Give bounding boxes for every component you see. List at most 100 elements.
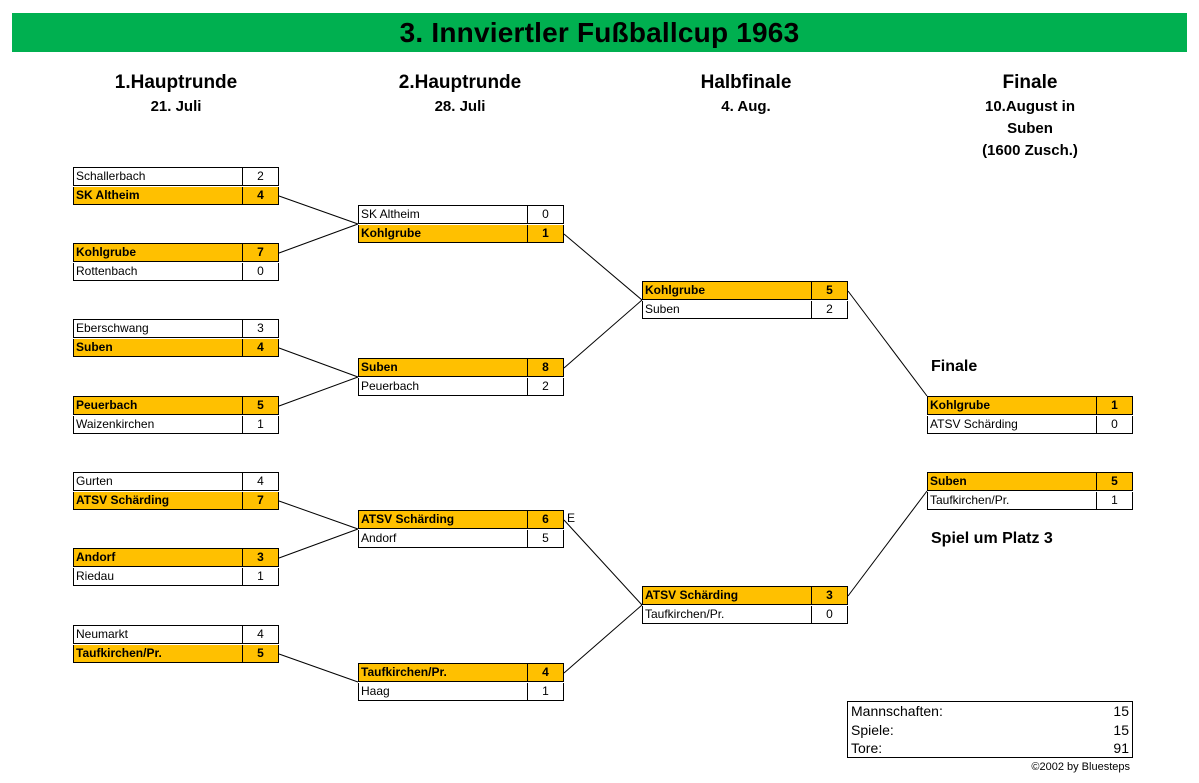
match-note: E <box>567 511 576 525</box>
connector-line <box>278 500 359 530</box>
team-name: Taufkirchen/Pr. <box>930 493 1010 507</box>
team-name: Schallerbach <box>76 169 146 183</box>
team-name: Kohlgrube <box>361 226 421 240</box>
team-name: Rottenbach <box>76 264 138 278</box>
connector-line <box>847 490 928 597</box>
team-name: ATSV Schärding <box>361 512 455 526</box>
team-row-winner: ATSV Schärding 3 <box>642 586 848 605</box>
team-score: 2 <box>242 168 278 185</box>
stats-row-goals: Tore: 91 <box>848 739 1132 758</box>
team-name: Taufkirchen/Pr. <box>361 665 447 679</box>
team-name: Gurten <box>76 474 113 488</box>
team-score: 0 <box>811 606 847 623</box>
team-score: 7 <box>242 244 278 261</box>
team-row-winner: Peuerbach 5 <box>73 396 279 415</box>
team-row: Taufkirchen/Pr. 1 <box>927 492 1133 510</box>
team-name: Eberschwang <box>76 321 149 335</box>
team-score: 3 <box>811 587 847 604</box>
team-name: Suben <box>361 360 398 374</box>
team-row-winner: Suben 8 <box>358 358 564 377</box>
team-score: 1 <box>527 225 563 242</box>
team-score: 2 <box>527 378 563 395</box>
stats-value: 91 <box>1113 740 1129 756</box>
team-row: Taufkirchen/Pr.0 <box>642 606 848 624</box>
team-score: 4 <box>242 339 278 356</box>
team-score: 4 <box>242 187 278 204</box>
connector-line <box>563 604 643 674</box>
team-row: Neumarkt 4 <box>73 625 279 644</box>
team-name: Neumarkt <box>76 627 129 641</box>
team-row: Peuerbach 2 <box>358 378 564 396</box>
stats-row-teams: Mannschaften: 15 <box>848 702 1132 721</box>
team-name: Suben <box>930 474 967 488</box>
team-name: SK Altheim <box>76 188 140 202</box>
connector-line <box>563 299 643 369</box>
team-score: 1 <box>242 568 278 585</box>
round-date: 10.August in <box>984 98 1075 115</box>
team-score: 1 <box>527 683 563 700</box>
team-score: 8 <box>527 359 563 376</box>
team-name: Suben <box>76 340 113 354</box>
stats-value: 15 <box>1113 721 1129 738</box>
connector-line <box>278 528 359 559</box>
team-row-winner: Kohlgrube 1 <box>927 396 1133 415</box>
connector-line <box>847 290 928 397</box>
stats-box: Mannschaften: 15 Spiele: 15 Tore: 91 <box>847 701 1133 758</box>
round-title: 1.Hauptrunde <box>114 72 238 93</box>
team-name: Kohlgrube <box>930 398 990 412</box>
team-name: ATSV Schärding <box>76 493 170 507</box>
team-score: 7 <box>242 492 278 509</box>
team-name: ATSV Schärding <box>645 588 739 602</box>
round-date: (1600 Zusch.) <box>982 142 1078 159</box>
team-score: 0 <box>527 206 563 223</box>
stats-label: Mannschaften: <box>851 703 943 719</box>
team-score: 4 <box>242 626 278 643</box>
team-score: 1 <box>1096 492 1132 509</box>
team-row-winner: SK Altheim 4 <box>73 187 279 205</box>
team-name: Taufkirchen/Pr. <box>76 646 162 660</box>
stats-row-games: Spiele: 15 <box>848 721 1132 740</box>
team-score: 1 <box>1096 397 1132 414</box>
team-score: 5 <box>242 397 278 414</box>
team-name: Suben <box>645 302 680 316</box>
team-score: 5 <box>1096 473 1132 490</box>
team-row-winner: Taufkirchen/Pr.4 <box>358 663 564 682</box>
stats-label: Spiele: <box>851 721 894 738</box>
team-name: Andorf <box>361 531 397 545</box>
team-score: 0 <box>242 263 278 280</box>
team-score: 2 <box>811 301 847 318</box>
team-name: ATSV Schärding <box>930 417 1018 431</box>
connector-line <box>278 223 359 254</box>
match-label: Finale <box>931 358 978 375</box>
team-name: Andorf <box>76 550 116 564</box>
team-score: 6 <box>527 511 563 528</box>
round-title: 2.Hauptrunde <box>398 72 522 93</box>
round-date: 4. Aug. <box>721 98 771 115</box>
title-banner: 3. Innviertler Fußballcup 1963 <box>12 13 1187 52</box>
team-row: Rottenbach 0 <box>73 263 279 281</box>
stats-label: Tore: <box>851 740 883 756</box>
team-name: Peuerbach <box>361 379 420 393</box>
team-name: Peuerbach <box>76 398 138 412</box>
team-row-winner: Suben 4 <box>73 339 279 357</box>
connector-line <box>278 376 359 407</box>
team-score: 5 <box>242 645 278 662</box>
match-label: Spiel um Platz 3 <box>931 530 1053 547</box>
team-row-winner: ATSV Schärding 7 <box>73 492 279 510</box>
page-title: 3. Innviertler Fußballcup 1963 <box>399 16 800 48</box>
round-title: Finale <box>1002 72 1058 93</box>
team-score: 1 <box>242 416 278 433</box>
